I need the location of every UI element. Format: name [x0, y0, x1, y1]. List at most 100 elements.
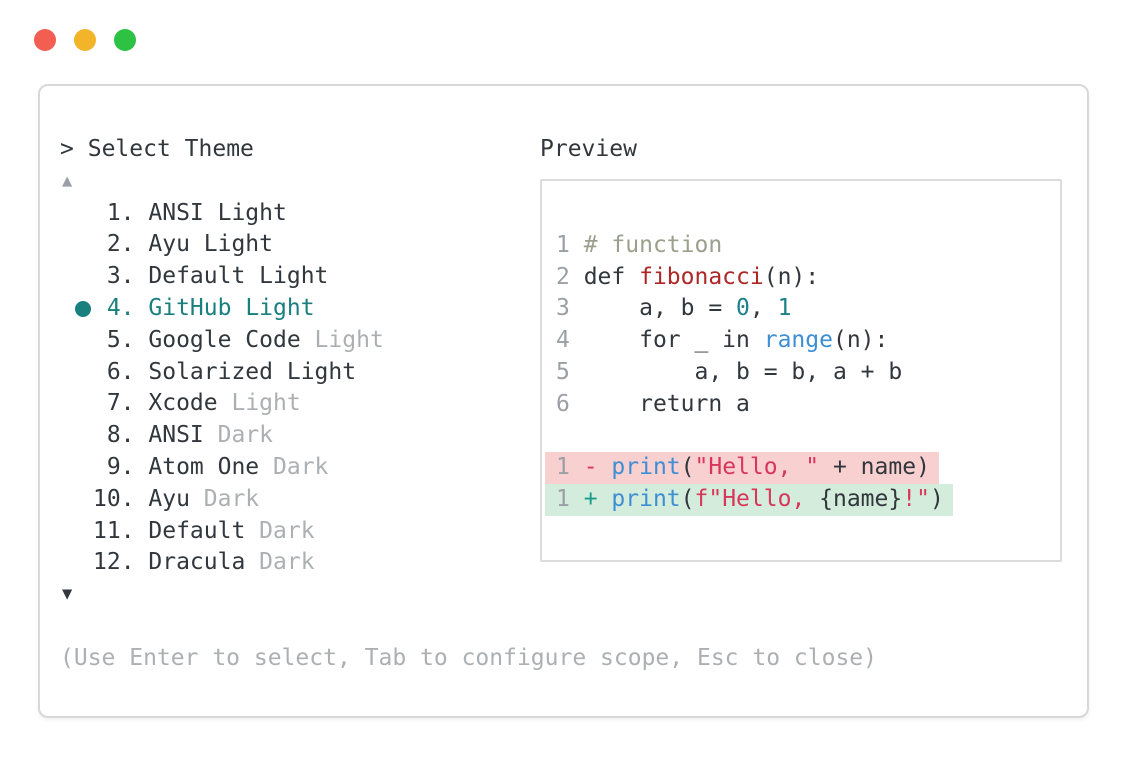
code-line: 6 return a — [556, 389, 1060, 421]
code-token-string: "Hello, " — [694, 454, 820, 481]
theme-item-number: 12. — [93, 549, 135, 576]
code-line: 2 def fibonacci(n): — [556, 262, 1060, 294]
theme-item-github-light[interactable]: 4. GitHub Light — [60, 293, 540, 325]
bullet-placeholder — [60, 325, 93, 357]
theme-item-name: Default — [148, 263, 246, 290]
diff-removed-line: 1 - print("Hello, " + name) — [545, 452, 1060, 485]
theme-item-xcode-light[interactable]: 7.Xcode Light — [60, 388, 540, 420]
code-token-builtin: print — [611, 486, 681, 513]
theme-item-name: Atom One — [148, 453, 260, 480]
theme-item-name: Dracula — [148, 549, 246, 576]
bullet-placeholder — [60, 516, 93, 548]
selected-bullet-icon — [60, 293, 93, 325]
theme-item-dracula-dark[interactable]: 12.Dracula Dark — [60, 547, 540, 579]
theme-item-number: 2. — [106, 231, 135, 258]
bullet-placeholder — [60, 229, 93, 261]
page-title: Select Theme — [87, 136, 254, 162]
line-number: 1 — [556, 454, 584, 481]
theme-item-number: 4. — [106, 294, 135, 321]
preview-label: Preview — [540, 136, 637, 162]
scroll-up-icon[interactable]: ▲ — [62, 170, 73, 191]
theme-item-default-light[interactable]: 3. Default Light — [60, 261, 540, 293]
theme-item-number: 5. — [106, 326, 135, 353]
code-token-comment: # function — [583, 231, 723, 258]
theme-item-google-code-light[interactable]: 5. Google Code Light — [60, 325, 540, 357]
close-button[interactable] — [34, 29, 56, 51]
code-token-default: ( — [680, 454, 695, 481]
theme-item-ansi-light[interactable]: 1.ANSI Light — [60, 198, 540, 230]
scroll-down-icon[interactable]: ▼ — [62, 584, 73, 605]
theme-item-solarized-light[interactable]: 6.Solarized Light — [60, 357, 540, 389]
theme-item-variant: Light — [189, 231, 274, 258]
code-token-default: def — [583, 263, 640, 290]
minimize-button[interactable] — [74, 29, 96, 51]
code-token-default: , — [749, 295, 778, 322]
theme-item-ansi-dark[interactable]: 8. ANSI Dark — [60, 420, 540, 452]
bullet-placeholder — [60, 484, 93, 516]
code-token-default: for _ in — [583, 327, 764, 354]
theme-item-number: 8. — [106, 422, 135, 449]
theme-item-variant: Dark — [259, 453, 329, 480]
theme-item-variant: Light — [231, 294, 315, 321]
theme-item-ayu-dark[interactable]: 10. Ayu Dark — [60, 484, 540, 516]
theme-item-number: 1. — [106, 199, 135, 226]
window-controls — [0, 0, 1129, 51]
line-number: 4 — [556, 327, 584, 354]
zoom-button[interactable] — [114, 29, 136, 51]
line-number: 1 — [556, 486, 584, 513]
theme-item-name: GitHub — [148, 294, 232, 321]
bullet-placeholder — [60, 198, 93, 230]
code-line: 1 # function — [556, 230, 1060, 262]
code-line: 4 for _ in range(n): — [556, 325, 1060, 357]
bullet-placeholder — [60, 261, 93, 293]
code-token-default: return a — [583, 390, 750, 417]
diff-added-line: 1 + print(f"Hello, {name}!") — [545, 484, 1060, 516]
theme-item-variant: Dark — [203, 422, 274, 449]
code-token-string: !" — [902, 486, 930, 513]
code-token-string: - — [583, 454, 612, 481]
theme-item-name: Ayu — [148, 485, 190, 512]
theme-item-number: 3. — [106, 263, 135, 290]
code-token-builtin: print — [611, 454, 681, 481]
code-token-func: fibonacci — [639, 263, 764, 290]
code-token-default: (n): — [832, 327, 889, 354]
theme-item-variant: Dark — [245, 517, 315, 544]
prompt: > Select Theme — [60, 134, 540, 166]
line-number: 6 — [556, 390, 584, 417]
code-token-default: ( — [680, 486, 695, 513]
bullet-placeholder — [60, 420, 93, 452]
code-token-number: 1 — [777, 295, 792, 322]
bullet-placeholder — [60, 547, 93, 579]
code-token-default: (n): — [763, 263, 820, 290]
theme-item-name: ANSI — [148, 422, 204, 449]
code-token-default: ) — [929, 486, 944, 513]
theme-item-variant: Light — [300, 326, 384, 353]
code-token-builtin: range — [763, 327, 833, 354]
theme-item-name: Xcode — [148, 390, 218, 417]
theme-item-variant: Light — [245, 263, 329, 290]
theme-item-variant: Light — [217, 390, 301, 417]
bullet-placeholder — [60, 388, 93, 420]
line-number: 5 — [556, 358, 584, 385]
dialog-title — [74, 136, 88, 162]
code-line: 5 a, b = b, a + b — [556, 357, 1060, 389]
theme-item-variant: Light — [273, 358, 357, 385]
theme-item-name: Google Code — [148, 326, 301, 353]
theme-item-variant: Dark — [189, 485, 260, 512]
theme-item-number: 10. — [93, 485, 135, 512]
theme-item-default-dark[interactable]: 11.Default Dark — [60, 516, 540, 548]
theme-item-number: 11. — [93, 517, 135, 544]
code-line: 3 a, b = 0, 1 — [556, 293, 1060, 325]
theme-item-name: Ayu — [148, 231, 190, 258]
theme-item-ayu-light[interactable]: 2. Ayu Light — [60, 229, 540, 261]
bullet-placeholder — [60, 452, 93, 484]
code-token-default: {name} — [819, 486, 903, 513]
theme-item-number: 6. — [106, 358, 135, 385]
theme-item-atom-one-dark[interactable]: 9.Atom One Dark — [60, 452, 540, 484]
